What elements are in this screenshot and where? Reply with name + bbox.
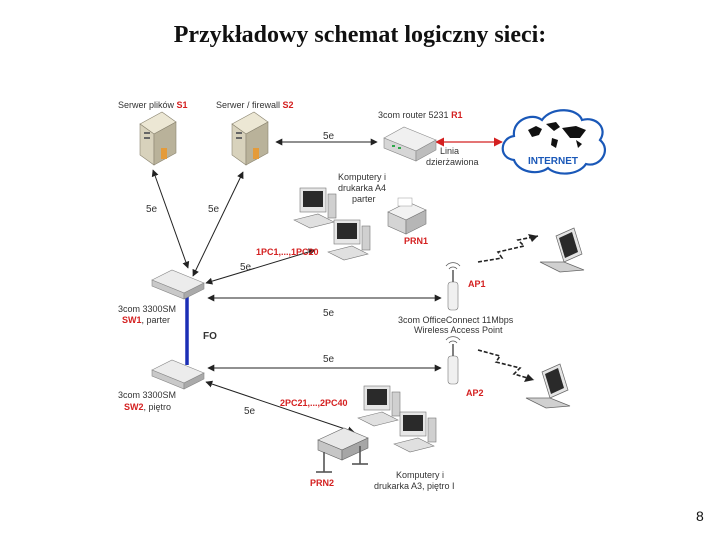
switch-sw1-icon [151, 269, 205, 300]
label-ap-desc-1: 3com OfficeConnect 11Mbps [398, 315, 514, 325]
label-internet: INTERNET [528, 156, 578, 167]
printer-prn1-icon [387, 197, 427, 235]
label-pcs1-3: parter [352, 194, 376, 204]
link-label-s2-sw1: 5e [208, 204, 220, 215]
link-label-sw1-ap1: 5e [323, 308, 335, 319]
label-line-2: dzierżawiona [426, 157, 479, 167]
internet-cloud-icon [501, 109, 606, 175]
label-line-1: Linia [440, 146, 459, 156]
laptop-2-icon [525, 363, 571, 409]
access-point-ap2-icon [445, 336, 461, 385]
label-sw2-model: 3com 3300SM [118, 390, 176, 400]
server-s2-icon [231, 111, 269, 166]
label-pcs2-1: Komputery i [396, 470, 444, 480]
wireless-signal-2-icon [477, 349, 535, 382]
label-s1: Serwer plików S1 [118, 100, 188, 110]
link-sw1-pcs [205, 248, 316, 285]
page-title: Przykładowy schemat logiczny sieci: [173, 22, 547, 48]
label-prn2: PRN2 [310, 478, 334, 488]
wireless-signal-1-icon [477, 234, 539, 263]
access-point-ap1-icon [445, 262, 461, 311]
connection-lines [151, 137, 503, 434]
link-label-s2-router: 5e [323, 131, 335, 142]
plotter-prn2-icon [316, 427, 369, 473]
label-ap-desc-2: Wireless Access Point [414, 325, 503, 335]
page-number: 8 [696, 508, 704, 524]
label-prn1: PRN1 [404, 236, 428, 246]
label-pc-range-2: 2PC21,...,2PC40 [280, 398, 348, 408]
label-sw1-model: 3com 3300SM [118, 304, 176, 314]
link-s1-sw1 [151, 169, 190, 269]
label-pcs2-2: drukarka A3, piętro I [374, 481, 455, 491]
link-label-sw1-pcs: 5e [240, 262, 252, 273]
link-sw2-pcs [205, 380, 355, 434]
label-pc-range-1: 1PC1,...,1PC20 [256, 247, 319, 257]
pc-group-first-floor-icon [357, 385, 437, 453]
link-s2-sw1 [192, 171, 244, 277]
laptop-1-icon [539, 227, 585, 273]
label-ap2: AP2 [466, 388, 484, 398]
label-router: 3com router 5231 R1 [378, 110, 463, 120]
switch-sw2-icon [151, 359, 205, 390]
pc-group-ground-floor-icon [293, 187, 371, 261]
label-ap1: AP1 [468, 279, 486, 289]
router-icon [383, 126, 437, 162]
link-label-s1-sw1: 5e [146, 204, 158, 215]
link-label-sw2-pcs: 5e [244, 406, 256, 417]
label-s2: Serwer / firewall S2 [216, 100, 294, 110]
label-sw2: SW2, piętro [124, 402, 171, 412]
label-pcs1-2: drukarka A4 [338, 183, 386, 193]
link-label-sw2-ap2: 5e [323, 354, 335, 365]
server-s1-icon [139, 111, 177, 166]
label-pcs1-1: Komputery i [338, 172, 386, 182]
label-sw1: SW1, parter [122, 315, 170, 325]
label-fo: FO [203, 331, 217, 342]
